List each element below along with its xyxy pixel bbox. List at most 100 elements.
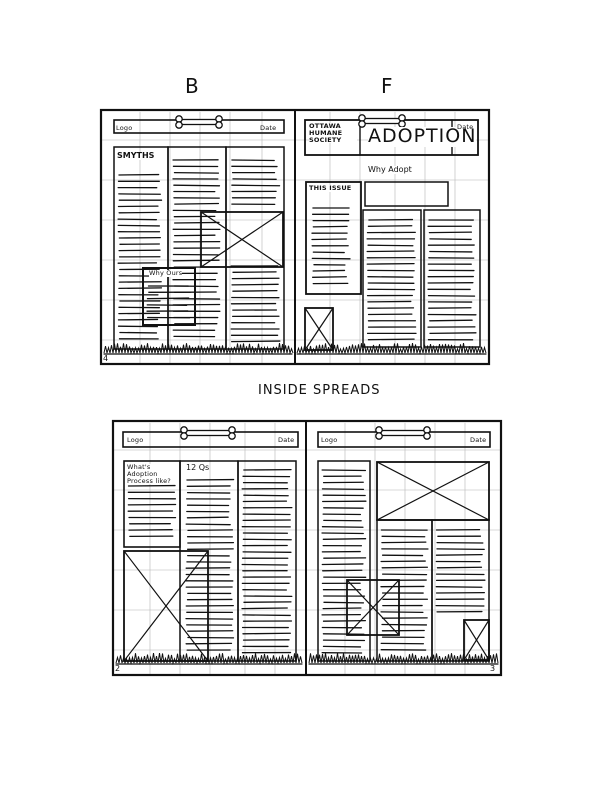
inside-spreads-heading: INSIDE SPREADS — [258, 383, 381, 398]
back-photo-placeholder — [200, 211, 284, 268]
inside-left-photo-placeholder-cross — [123, 550, 209, 662]
text-line — [185, 617, 234, 620]
text-line — [427, 294, 476, 297]
text-line — [312, 269, 346, 272]
text-line — [321, 532, 364, 535]
text-line — [436, 566, 483, 569]
back-sidebar-box — [142, 267, 196, 326]
back-grass — [103, 343, 294, 355]
text-line — [243, 494, 289, 497]
front-date-label: Date — [457, 123, 474, 131]
inside-right-top-photo-placeholder-cross — [376, 461, 490, 521]
back-photo-placeholder-cross — [200, 211, 284, 268]
inside-right-grass — [308, 653, 499, 665]
text-line — [232, 289, 278, 292]
text-line — [429, 319, 473, 322]
front-contents-title: THIS ISSUE — [309, 184, 352, 192]
text-line — [367, 244, 414, 247]
bone-icon-end — [375, 432, 383, 440]
bone-icon — [361, 117, 403, 125]
front-masthead: OTTAWA HUMANE SOCIETY — [309, 123, 357, 144]
text-line — [174, 221, 220, 224]
front-title: ADOPTION — [368, 125, 477, 147]
text-line — [321, 563, 364, 566]
bone-icon-end — [228, 432, 236, 440]
text-line — [321, 469, 367, 472]
text-line — [322, 607, 362, 610]
text-line — [173, 184, 221, 187]
text-line — [322, 645, 362, 648]
inside-left-logo-label: Logo — [127, 436, 144, 444]
inside-left-grass — [115, 652, 303, 665]
text-line — [435, 553, 483, 556]
back-page-number: 4 — [103, 354, 109, 363]
inside-right-date-label: Date — [470, 436, 487, 444]
back-headline: SMYTHS — [117, 151, 155, 161]
inside-left-date-label: Date — [278, 436, 295, 444]
text-line — [366, 250, 415, 253]
bone-icon — [178, 118, 220, 126]
text-line — [435, 586, 483, 588]
front-subhead: Why Adopt — [368, 165, 412, 175]
text-line — [146, 297, 190, 300]
bone-icon — [378, 429, 428, 437]
back-logo-label: Logo — [116, 124, 133, 132]
text-line — [322, 538, 367, 540]
text-line — [323, 601, 365, 604]
front-column-1 — [362, 209, 422, 348]
bone-icon-end — [423, 432, 431, 440]
text-line — [241, 563, 288, 566]
text-line — [367, 338, 415, 341]
bone-icon-end — [358, 120, 366, 128]
text-line — [322, 619, 367, 622]
text-line — [118, 287, 163, 290]
text-line — [311, 276, 347, 278]
inside-left-column-3 — [237, 460, 297, 662]
back-sidebar-title: Why Ours — [149, 269, 183, 277]
text-line — [172, 259, 220, 262]
bone-icon-end — [175, 121, 183, 129]
text-line — [187, 529, 234, 532]
text-line — [381, 566, 429, 569]
bone-icon — [183, 429, 233, 437]
inside-right-column-3 — [431, 519, 490, 662]
text-line — [231, 184, 281, 187]
text-line — [117, 218, 158, 221]
front-page-label: F — [381, 74, 393, 98]
text-line — [174, 202, 220, 205]
back-date-label: Date — [260, 124, 277, 132]
inside-right-mid-photo-placeholder — [346, 579, 400, 636]
front-subhead-box — [364, 181, 449, 207]
text-line — [367, 225, 413, 227]
inside-right-small-photo-placeholder-cross — [463, 619, 490, 661]
text-line — [242, 632, 291, 635]
bone-icon-end — [215, 121, 223, 129]
text-line — [321, 526, 364, 528]
text-line — [381, 573, 428, 576]
back-page-label: B — [185, 74, 199, 98]
inside-right-mid-photo-placeholder-cross — [346, 579, 400, 636]
inside-right-page-number: 3 — [490, 664, 496, 673]
front-mascot-placeholder-cross — [304, 307, 334, 351]
inside-left-page-number: 2 — [115, 664, 121, 673]
front-contents-box — [305, 181, 362, 295]
inside-right-column-2 — [376, 519, 433, 662]
front-grass — [296, 342, 487, 355]
text-line — [231, 340, 281, 343]
bone-icon-end — [180, 432, 188, 440]
inside-right-column-1 — [317, 460, 371, 662]
inside-left-qa-title: 12 Qs — [186, 463, 210, 473]
inside-left-headline: What's Adoption Process like? — [127, 464, 179, 485]
text-line — [429, 332, 477, 335]
text-line — [429, 238, 472, 241]
text-line — [173, 171, 220, 174]
text-line — [322, 569, 363, 572]
text-line — [242, 614, 291, 617]
text-line — [186, 516, 229, 519]
text-line — [231, 283, 279, 286]
text-line — [241, 607, 288, 610]
back-column-1 — [113, 146, 169, 350]
inside-right-logo-label: Logo — [321, 436, 338, 444]
text-line — [185, 523, 231, 526]
